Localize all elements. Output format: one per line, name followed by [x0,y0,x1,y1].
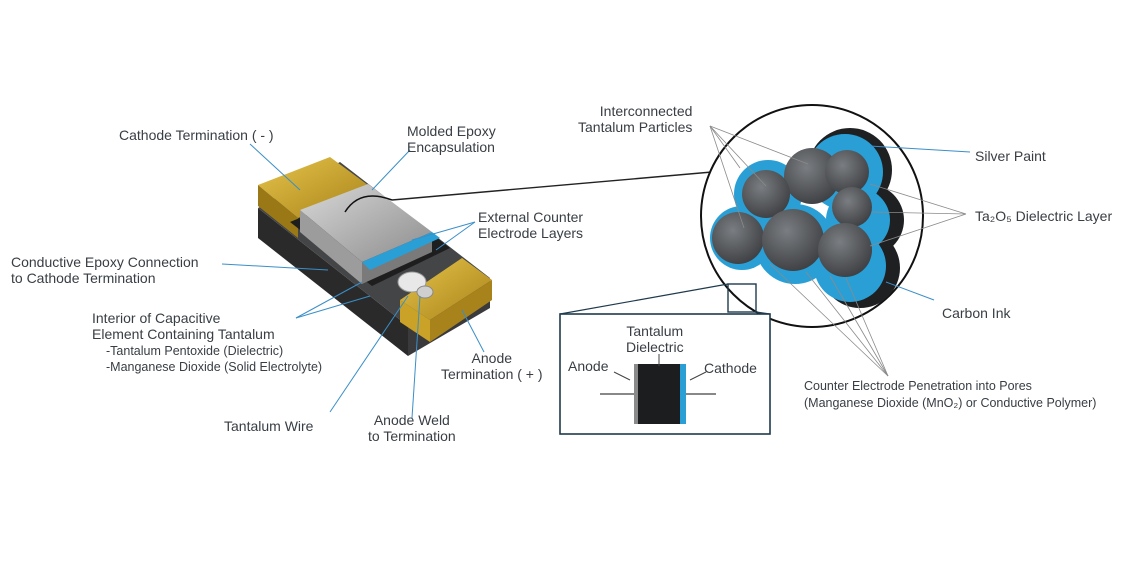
label-tantalum-wire: Tantalum Wire [224,418,314,434]
tantalum-particle [762,209,824,271]
inset-cathode-layer [680,364,686,424]
tantalum-particle [832,187,872,227]
label-interior-sub1: -Tantalum Pentoxide (Dielectric) [106,344,284,358]
leader-anode-termination [461,309,485,353]
label-interconnected-particles: Interconnected Tantalum Particles [578,103,693,135]
label-silver-paint: Silver Paint [975,148,1046,164]
leader-particles-2 [709,125,809,165]
inset-leader-anode [613,371,631,381]
label-inset-cathode: Cathode [704,360,757,376]
tantalum-wire-end [416,285,434,299]
leader-interior-2 [295,295,371,319]
leader-dielectric-1 [869,183,967,215]
label-interior-sub2: -Manganese Dioxide (Solid Electrolyte) [106,360,323,374]
label-external-counter: External Counter Electrode Layers [478,209,584,241]
leader-counter-4 [845,277,889,377]
inset-zoom-line-left [559,283,729,315]
leader-cathode-termination [249,143,301,191]
label-anode-weld: Anode Weld to Termination [368,412,456,444]
label-conductive-epoxy: Conductive Epoxy Connection to Cathode T… [11,254,199,286]
leader-molded-epoxy [371,149,411,191]
leader-silver-paint [869,145,971,153]
tantalum-particle [784,148,840,204]
anode-termination-cap [400,258,492,320]
label-cathode-termination: Cathode Termination ( - ) [119,127,274,143]
inset-dielectric-block [638,364,680,424]
label-molded-epoxy: Molded Epoxy Encapsulation [407,123,496,155]
label-counter-penetration-1: Counter Electrode Penetration into Pores [804,379,1032,393]
label-tantalum-dielectric: Tantalum Dielectric [626,323,684,355]
leader-conductive-epoxy [221,263,329,271]
leader-dielectric-2 [871,211,967,215]
cathode-termination-side [258,185,298,238]
inset-anode-edge [634,364,638,424]
capacitor-illustration [258,157,492,356]
leader-external-counter-2 [435,221,476,251]
zoom-connector-line [391,171,713,201]
leader-particles-3 [709,125,745,229]
cathode-termination-cap [258,157,372,218]
particle-cluster [710,128,904,308]
anode-weld [397,271,427,293]
leader-interior-1 [295,281,363,319]
leader-particles-4 [709,125,741,169]
label-interior: Interior of Capacitive Element Containin… [92,310,275,342]
tantalum-particle [742,170,790,218]
cathode-lead-line [344,195,393,213]
leader-tantalum-wire [329,295,409,413]
leader-lines-grey [709,125,967,377]
label-anode-termination: Anode Termination ( + ) [441,350,543,382]
leader-counter-1 [769,263,889,377]
label-dielectric-layer: Ta₂O₅ Dielectric Layer [975,208,1113,224]
counter-electrode-band [362,232,440,270]
label-inset-anode: Anode [568,358,609,374]
label-counter-penetration-2: (Manganese Dioxide (MnO₂) or Conductive … [804,396,1097,410]
leader-dielectric-3 [869,213,967,247]
inset-source-box [727,283,757,313]
tantalum-particle [712,212,764,264]
tantalum-particle [818,223,872,277]
tantalum-element-side [300,210,362,284]
leader-counter-3 [829,275,889,377]
epoxy-body-side [258,208,408,356]
tantalum-particle [825,150,869,194]
leader-external-counter-1 [411,221,476,241]
leader-anode-weld [411,295,421,419]
anode-termination-front [430,280,492,342]
tantalum-element-top [300,184,432,262]
leader-counter-2 [805,271,889,377]
leader-carbon-ink [885,281,935,301]
leader-lines [221,143,971,419]
label-carbon-ink: Carbon Ink [942,305,1011,321]
anode-termination-left [400,300,430,342]
inset-leader-cathode [689,371,707,381]
leader-particles-1 [709,125,767,187]
